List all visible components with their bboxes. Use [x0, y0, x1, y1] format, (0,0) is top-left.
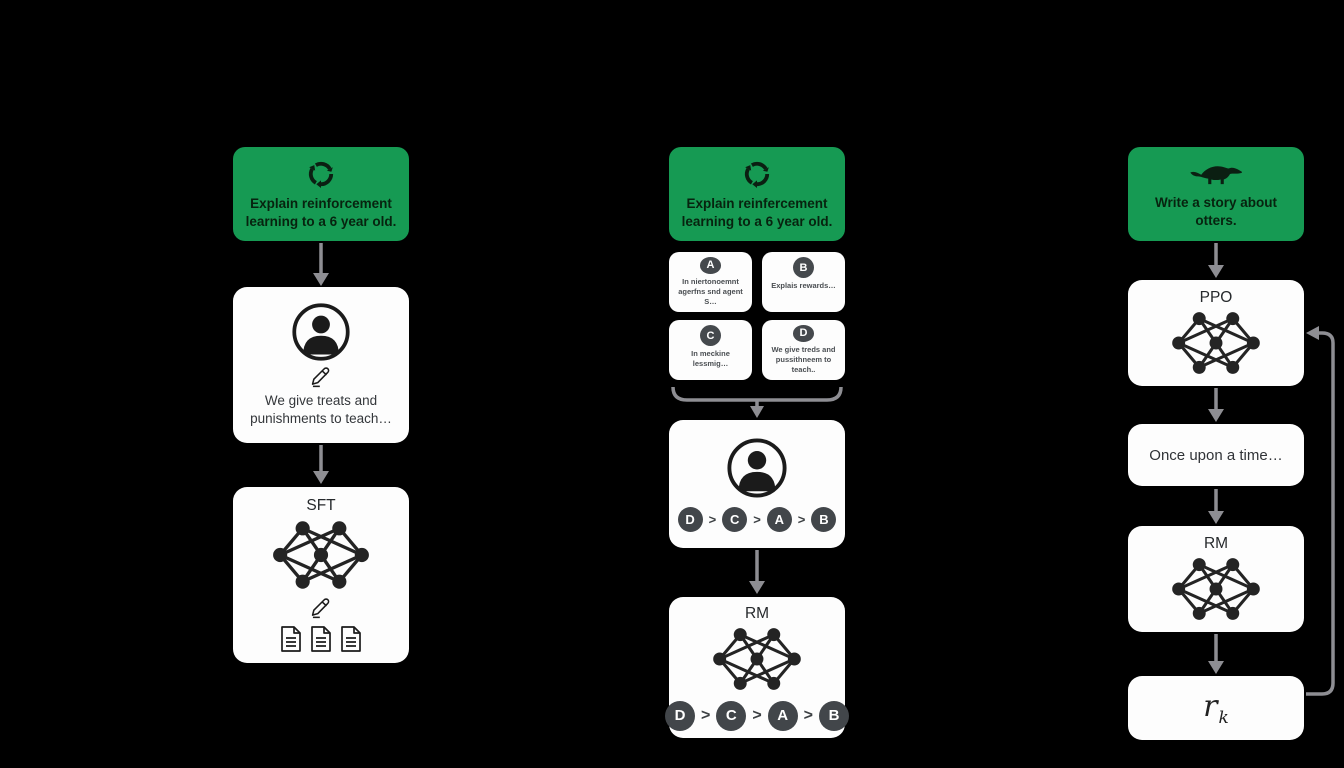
step1-labeler-text: We give treats and punishments to teach…: [250, 392, 392, 426]
neural-network-icon: [271, 519, 371, 591]
greater-than: >: [700, 706, 711, 724]
greater-than: >: [753, 511, 761, 527]
answer-badge-a: A: [700, 257, 721, 274]
answer-badge-d: D: [793, 325, 814, 342]
answer-badge-c: C: [700, 325, 721, 346]
answer-text-a: In niertonoemnt agerfns snd agent S…: [678, 276, 743, 306]
neural-network-icon: [1170, 557, 1262, 621]
step2-prompt-text: Explain reinfercement learning to a 6 ye…: [681, 196, 833, 229]
rank-badge: A: [766, 506, 792, 532]
rm-label: RM: [1203, 535, 1229, 552]
step3-prompt-box: Write a story about otters.: [1128, 147, 1304, 241]
rank-badge: B: [819, 700, 850, 731]
otter-icon: [1188, 158, 1244, 190]
step3-ppo-box: PPO: [1128, 280, 1304, 386]
greater-than: >: [708, 511, 717, 527]
pencil-icon: [310, 366, 332, 388]
step3-reward-box: rk: [1128, 676, 1304, 740]
answer-card-d: D We give treds and pussithneem to teach…: [762, 320, 845, 380]
step3-rm-box: RM: [1128, 526, 1304, 632]
greater-than: >: [803, 706, 814, 724]
step3-output-box: Once upon a time…: [1128, 424, 1304, 486]
rank-badge: A: [767, 700, 798, 731]
documents-icon: [279, 625, 363, 653]
step1-prompt-box: Explain reinforcement learning to a 6 ye…: [233, 147, 409, 241]
step1-prompt-text: Explain reinforcement learning to a 6 ye…: [245, 196, 397, 229]
output-text: Once upon a time…: [1149, 446, 1283, 464]
answer-card-a: A In niertonoemnt agerfns snd agent S…: [669, 252, 752, 312]
answer-card-c: C In meckine lessmig…: [669, 320, 752, 380]
greater-than: >: [797, 511, 806, 527]
step1-labeler-box: We give treats and punishments to teach…: [233, 287, 409, 443]
feedback-loop-line: [1306, 331, 1335, 696]
answer-text-c: In meckine lessmig…: [691, 349, 730, 369]
step2-labeler-ranking-box: D > C > A > B: [669, 420, 845, 548]
ppo-label: PPO: [1199, 289, 1233, 306]
rank-badge: B: [811, 506, 837, 532]
cycle-icon: [740, 157, 774, 191]
step3-prompt-text: Write a story about otters.: [1154, 195, 1278, 228]
answer-card-b: B Explais rewards…: [762, 252, 845, 312]
reward-value: rk: [1203, 688, 1229, 728]
step1-sft-box: SFT: [233, 487, 409, 663]
sft-label: SFT: [306, 497, 336, 514]
document-icon: [279, 625, 303, 653]
labeler-icon: [291, 302, 351, 362]
step2-prompt-box: Explain reinfercement learning to a 6 ye…: [669, 147, 845, 241]
neural-network-icon: [711, 627, 803, 691]
document-icon: [339, 625, 363, 653]
cycle-icon: [304, 157, 338, 191]
greater-than: >: [752, 706, 762, 724]
answer-text-b: Explais rewards…: [771, 281, 836, 290]
rank-badge: D: [677, 506, 703, 532]
ranking-row: D > C > A > B: [664, 700, 850, 731]
rank-badge: C: [716, 700, 747, 731]
step1-column: Explain reinforcement learning to a 6 ye…: [233, 0, 409, 768]
rm-label: RM: [744, 604, 770, 622]
answer-badge-b: B: [793, 257, 814, 278]
document-icon: [309, 625, 333, 653]
step2-column: Explain reinfercement learning to a 6 ye…: [664, 0, 850, 768]
labeler-icon: [726, 437, 788, 499]
answer-text-d: We give treds and pussithneem to teach..: [771, 344, 836, 374]
rank-badge: D: [664, 700, 695, 731]
step3-column: Write a story about otters. PPO Once upo…: [1128, 0, 1304, 768]
feedback-arrow-head: [1306, 326, 1319, 340]
step2-rm-box: RM D > C > A > B: [664, 597, 850, 738]
neural-network-icon: [1170, 311, 1262, 375]
rank-badge: C: [722, 506, 748, 532]
pencil-icon: [310, 597, 332, 619]
ranking-row: D > C > A > B: [677, 506, 837, 532]
